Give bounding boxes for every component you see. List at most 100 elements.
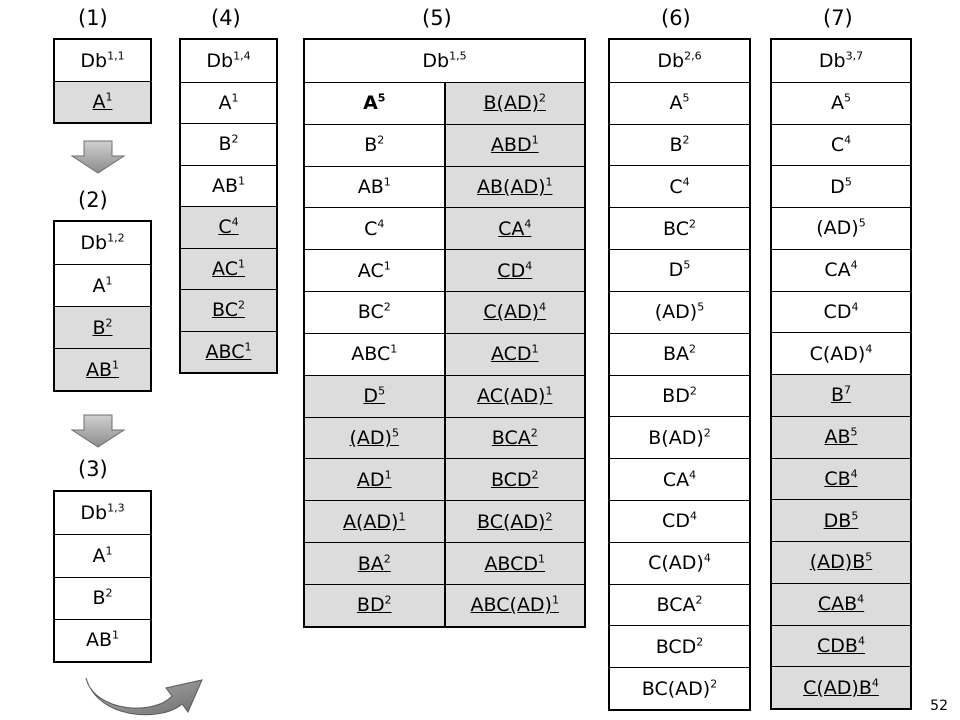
cell-base: B — [92, 587, 106, 610]
cell-text: CD4 — [497, 260, 532, 282]
cell-base: CB — [824, 467, 851, 490]
table-cell: D5 — [305, 375, 444, 417]
table-cell: AB1 — [55, 349, 150, 390]
cell-base: BCA — [656, 593, 696, 616]
table-cell: BC(AD)2 — [443, 501, 584, 543]
table-cell: A5 — [305, 83, 444, 124]
cell-superscript: 1,4 — [233, 49, 251, 63]
cell-superscript: 5 — [378, 384, 386, 398]
cell-superscript: 1,1 — [107, 49, 125, 63]
cell-text: CD4 — [824, 301, 859, 323]
cell-superscript: 1 — [538, 552, 546, 566]
cell-text: AC1 — [212, 258, 245, 280]
step-label-1: (1) — [78, 6, 108, 30]
table-cell: BCA2 — [610, 585, 749, 626]
table-cell: AD1 — [305, 459, 444, 501]
cell-base: Db — [422, 49, 450, 72]
table-cell: ABC(AD)1 — [443, 584, 584, 626]
cell-superscript: 2 — [539, 91, 546, 105]
cell-text: B2 — [669, 134, 689, 156]
cell-text: AD1 — [357, 469, 392, 491]
cell-superscript: 2 — [377, 133, 385, 147]
cell-text: AC(AD)1 — [477, 385, 552, 407]
table-cell: A5 — [610, 83, 749, 124]
cell-text: B2 — [92, 587, 112, 609]
cell-superscript: 1 — [238, 174, 246, 188]
cell-base: BD — [356, 594, 385, 617]
cell-superscript: 1 — [105, 544, 113, 558]
cell-superscript: 1 — [390, 343, 398, 356]
table-cell: B2 — [181, 124, 276, 165]
table-row: BC2 — [610, 207, 749, 249]
cell-text: BCD2 — [656, 636, 704, 658]
table-row: CAB4 — [772, 582, 910, 625]
cell-text: ABCD1 — [484, 553, 545, 575]
cell-text: AB1 — [212, 175, 245, 197]
table-row: CD4 — [610, 499, 749, 542]
cell-base: BC — [663, 217, 689, 240]
cell-base: ABD — [490, 134, 532, 157]
table-cell: BCD2 — [610, 626, 749, 667]
cell-text: ACD1 — [491, 343, 539, 365]
cell-text: AB1 — [86, 629, 119, 651]
cell-base: B(AD) — [483, 92, 540, 115]
table-cell: C(AD)4 — [443, 292, 584, 333]
cell-text: BC(AD)2 — [642, 678, 717, 700]
cell-text: CA4 — [824, 259, 857, 281]
table-cell: B(AD)2 — [443, 82, 584, 124]
table-cell: C4 — [181, 207, 276, 248]
cell-superscript: 5 — [697, 300, 705, 314]
cell-base: CA — [662, 468, 690, 491]
step-label-7: (7) — [823, 6, 853, 30]
cell-base: AB — [211, 174, 239, 197]
cell-base: BC — [357, 301, 384, 324]
table-row: D5 — [610, 249, 749, 291]
cell-superscript: 4 — [703, 551, 711, 565]
cell-superscript: 5 — [858, 217, 866, 231]
cell-base: AB — [85, 358, 113, 381]
cell-text: C(AD)4 — [648, 552, 711, 574]
table-row: DB5 — [772, 499, 910, 541]
table-cell: (AD)5 — [305, 417, 444, 459]
cell-base: D — [668, 259, 684, 282]
table-cell: ABCD1 — [443, 543, 584, 584]
cell-text: BA2 — [358, 553, 391, 575]
table-cell: CA4 — [610, 459, 749, 500]
cell-superscript: 1 — [531, 133, 539, 147]
cell-superscript: 5 — [682, 91, 690, 105]
cell-base: Db — [657, 49, 685, 72]
cell-superscript: 1 — [398, 510, 406, 524]
cell-text: A5 — [363, 92, 385, 114]
table-row: B2 — [55, 576, 150, 619]
cell-superscript: 1,3 — [107, 501, 125, 515]
table-cell: (AD)5 — [610, 292, 749, 333]
table-cell: CD4 — [610, 501, 749, 542]
table-cell: AB1 — [305, 167, 444, 208]
table-row: C4 — [772, 123, 910, 166]
cell-text: B(AD)2 — [484, 92, 547, 114]
cell-superscript: 2 — [531, 468, 539, 482]
cell-text: A1 — [93, 275, 113, 297]
table-row: B2 — [55, 306, 150, 348]
cell-superscript: 4 — [682, 175, 690, 189]
cell-text: BCA2 — [657, 594, 703, 616]
table-row: A1 — [55, 264, 150, 306]
cell-superscript: 5 — [851, 509, 859, 523]
cell-base: BC(AD) — [477, 510, 546, 533]
cell-superscript: 1 — [231, 91, 239, 105]
table-cell: A1 — [55, 265, 150, 306]
table-cell: CD4 — [443, 250, 584, 292]
step-label-5: (5) — [422, 6, 452, 30]
cell-superscript: 4 — [539, 301, 547, 315]
cell-base: Db — [206, 49, 234, 72]
table-cell: AC1 — [305, 250, 444, 291]
cell-base: CAB — [817, 593, 858, 616]
cell-base: Db — [80, 502, 108, 525]
cell-superscript: 1 — [383, 259, 391, 273]
table-row: AB1 — [181, 164, 276, 207]
cell-base: ABC — [351, 343, 391, 366]
cell-superscript: 5 — [391, 426, 399, 440]
cell-superscript: 4 — [851, 300, 859, 314]
